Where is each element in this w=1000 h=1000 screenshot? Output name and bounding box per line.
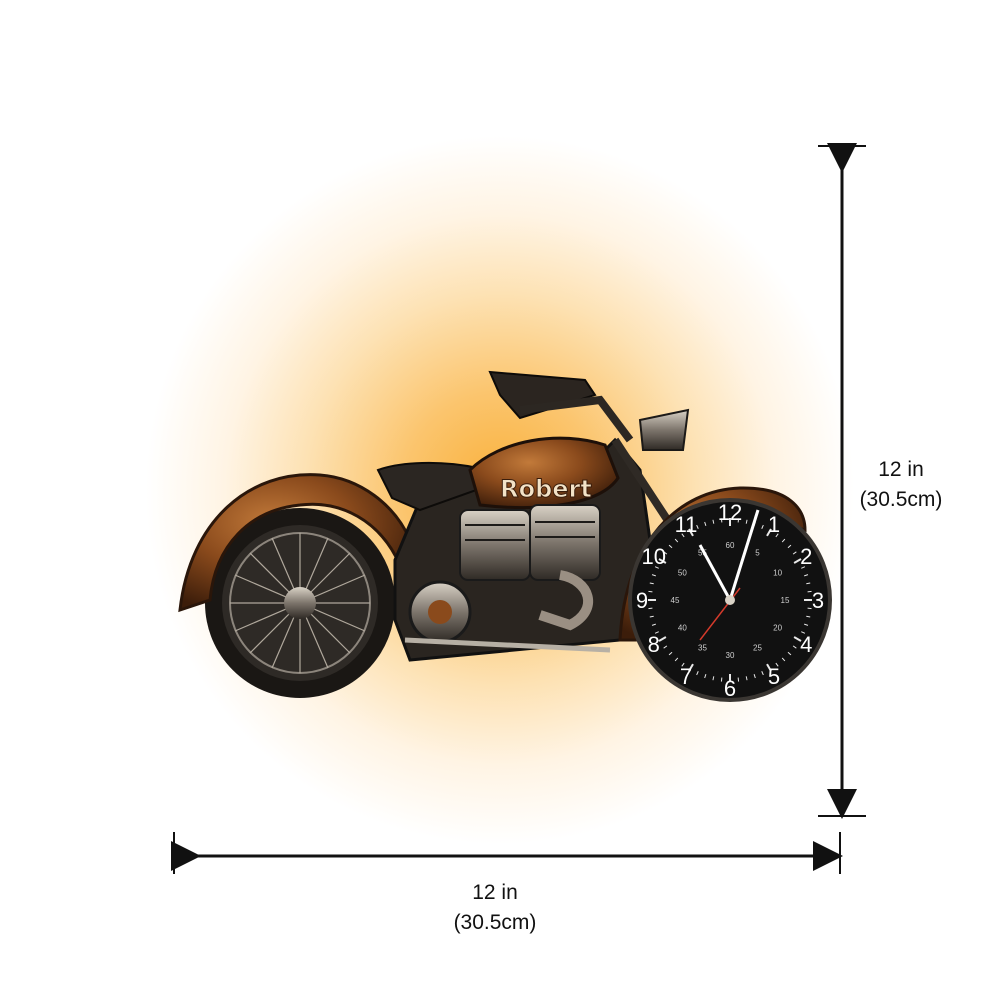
minute-tick (654, 566, 659, 569)
clock-hour-numeral: 8 (648, 632, 660, 657)
clock-minute-numeral: 45 (671, 596, 680, 605)
clock-minute-numeral: 20 (773, 624, 782, 633)
minute-tick (792, 645, 797, 649)
minute-tick (674, 538, 679, 543)
clock-minute-numeral: 5 (755, 548, 760, 557)
hour-hand (698, 544, 732, 601)
clock-hour-numeral: 9 (636, 588, 648, 613)
minute-tick (712, 519, 715, 524)
minute-tick (781, 538, 786, 543)
minute-tick (787, 651, 792, 656)
height-cm: (30.5cm) (859, 488, 943, 511)
minute-tick (704, 521, 707, 526)
clock-minute-numeral: 10 (773, 569, 782, 578)
width-inches: 12 in (472, 881, 518, 904)
handlebar (488, 370, 690, 451)
minute-tick (745, 676, 748, 681)
minute-tick (761, 671, 764, 676)
minute-tick (781, 657, 786, 662)
minute-tick (649, 582, 654, 585)
minute-tick (793, 636, 802, 642)
minute-tick (712, 676, 715, 681)
minute-tick (761, 524, 764, 529)
name-plate: Robert (500, 475, 592, 503)
minute-ticks (648, 518, 812, 682)
exhaust-pipe (404, 637, 611, 653)
minute-tick (681, 662, 685, 667)
clock-hour-numeral: 3 (812, 588, 824, 613)
clock-minute-numeral: 60 (726, 541, 735, 550)
clock-minute-numeral: 50 (678, 569, 687, 578)
minute-tick (681, 533, 685, 538)
minute-tick (804, 623, 809, 626)
clock-minute-numeral: 15 (781, 596, 790, 605)
width-cm: (30.5cm) (453, 911, 537, 934)
minute-tick (806, 615, 811, 618)
minute-tick (704, 674, 707, 679)
minute-tick (696, 671, 699, 676)
clock-hour-numeral: 4 (800, 632, 812, 657)
minute-tick (688, 663, 694, 672)
clock-hour-numeral: 11 (675, 512, 698, 537)
minute-tick (801, 566, 806, 569)
width-dimension-arrow (171, 832, 843, 874)
minute-tick (663, 645, 668, 649)
width-label: 12 in (30.5cm) (420, 878, 570, 938)
minute-tick (658, 558, 667, 564)
minute-tick (654, 631, 659, 634)
clock-hour-numeral: 5 (768, 664, 780, 689)
clock-minute-numeral: 35 (698, 644, 707, 653)
clock-minute-numeral: 40 (678, 624, 687, 633)
minute-hand (728, 509, 760, 601)
seat (376, 461, 484, 512)
minute-tick (651, 623, 656, 626)
clock-hour-numeral: 1 (768, 512, 780, 537)
minute-tick (806, 582, 811, 585)
clock-minute-numeral: 25 (753, 644, 762, 653)
height-label: 12 in (30.5cm) (838, 455, 964, 515)
minute-tick (658, 636, 667, 642)
clock-minute-numeral: 30 (726, 651, 735, 660)
engine (408, 504, 601, 644)
minute-tick (753, 674, 756, 679)
minute-tick (651, 574, 656, 577)
clock-hour-numeral: 7 (680, 664, 692, 689)
minute-tick (696, 524, 699, 529)
minute-tick (668, 544, 673, 549)
minute-tick (804, 574, 809, 577)
minute-tick (688, 528, 694, 537)
minute-tick (649, 615, 654, 618)
fuel-tank (468, 436, 620, 510)
minute-tick (787, 544, 792, 549)
rear-wheel (205, 508, 395, 698)
clock-hour-numeral: 2 (800, 544, 812, 569)
minute-tick (663, 551, 668, 555)
minute-tick (766, 663, 772, 672)
clock-hour-numeral: 6 (724, 676, 736, 701)
clock-hour-numeral: 12 (718, 500, 742, 525)
height-inches: 12 in (878, 458, 924, 481)
minute-tick (745, 519, 748, 524)
minute-tick (674, 657, 679, 662)
minute-tick (793, 558, 802, 564)
minute-tick (801, 631, 806, 634)
minute-tick (668, 651, 673, 656)
height-dimension-arrow (818, 143, 866, 819)
minute-tick (766, 528, 772, 537)
minute-tick (775, 662, 779, 667)
clock-hour-numeral: 10 (642, 544, 666, 569)
minute-tick (775, 533, 779, 538)
minute-tick (792, 551, 797, 555)
